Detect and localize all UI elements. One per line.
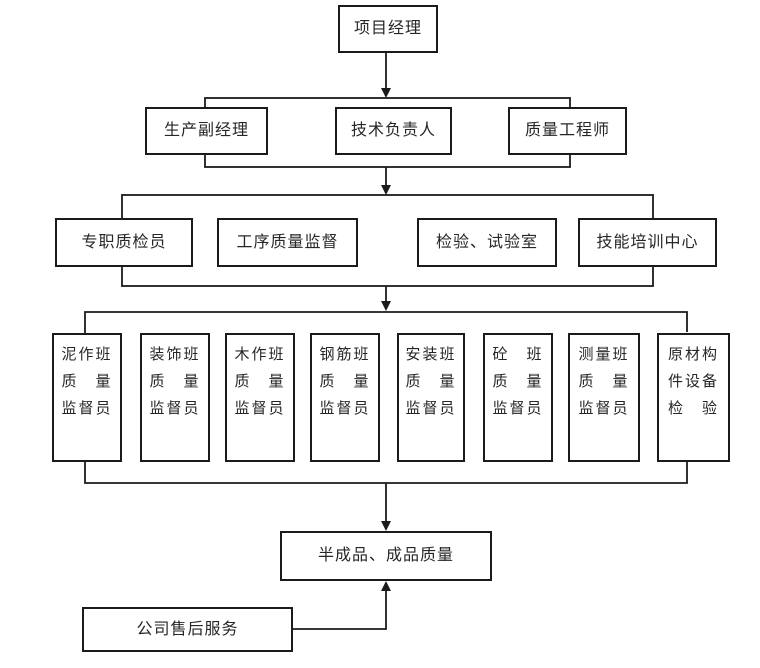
node-label: 工序质量监督 xyxy=(236,233,339,251)
node-label-line: 检 验 xyxy=(667,401,719,417)
node-label-line: 安装班 xyxy=(405,347,457,363)
node-label-line: 质 量 xyxy=(149,374,201,390)
node-team-installation-crew: 安装班 质 量 监督员 xyxy=(397,333,465,462)
arrowhead-down-icon xyxy=(381,521,391,531)
node-label: 技能培训中心 xyxy=(596,233,699,251)
arrowhead-up-icon xyxy=(381,581,391,591)
node-project-manager: 项目经理 xyxy=(338,5,438,53)
node-label: 公司售后服务 xyxy=(136,620,239,638)
node-company-after-sales-service: 公司售后服务 xyxy=(82,607,293,652)
node-label: 技术负责人 xyxy=(350,122,436,140)
node-label-line: 测量班 xyxy=(578,347,630,363)
node-label-line: 质 量 xyxy=(61,374,113,390)
node-label-line: 监督员 xyxy=(492,401,544,417)
bracket-row3 xyxy=(121,194,654,287)
node-label-line: 砼 班 xyxy=(492,347,544,363)
node-team-survey-crew: 测量班 质 量 监督员 xyxy=(568,333,640,462)
node-label-line: 木作班 xyxy=(234,347,286,363)
node-label-line: 质 量 xyxy=(578,374,630,390)
arrowhead-down-icon xyxy=(381,301,391,311)
bracket-teams-top xyxy=(84,311,688,333)
arrowhead-down-icon xyxy=(381,185,391,195)
node-label: 半成品、成品质量 xyxy=(317,547,454,565)
node-label-line: 质 量 xyxy=(319,374,371,390)
node-label-line: 泥作班 xyxy=(61,347,113,363)
node-label-line: 质 量 xyxy=(234,374,286,390)
node-label: 专职质检员 xyxy=(81,233,167,251)
node-inspection-test-lab: 检验、试验室 xyxy=(417,218,557,267)
node-label: 质量工程师 xyxy=(524,122,610,140)
node-label-line: 装饰班 xyxy=(149,347,201,363)
node-team-carpentry-crew: 木作班 质 量 监督员 xyxy=(225,333,295,462)
node-label-line: 质 量 xyxy=(492,374,544,390)
node-label-line: 监督员 xyxy=(578,401,630,417)
node-technical-director: 技术负责人 xyxy=(335,107,452,155)
node-team-concrete-crew: 砼 班 质 量 监督员 xyxy=(483,333,553,462)
node-label: 生产副经理 xyxy=(163,122,249,140)
node-team-masonry-crew: 泥作班 质 量 监督员 xyxy=(52,333,122,462)
node-team-decoration-crew: 装饰班 质 量 监督员 xyxy=(140,333,210,462)
bracket-teams-bottom xyxy=(84,462,688,484)
node-process-quality-supervision: 工序质量监督 xyxy=(217,218,358,267)
node-label-line: 监督员 xyxy=(319,401,371,417)
node-quality-engineer: 质量工程师 xyxy=(508,107,627,155)
node-skills-training-center: 技能培训中心 xyxy=(578,218,717,267)
node-label: 检验、试验室 xyxy=(435,233,538,251)
node-label-line: 原材构 xyxy=(667,347,719,363)
node-raw-material-equipment-inspection: 原材构 件设备 检 验 xyxy=(657,333,730,462)
arrowhead-down-icon xyxy=(381,88,391,98)
node-team-rebar-crew: 钢筋班 质 量 监督员 xyxy=(310,333,380,462)
node-fulltime-quality-inspector: 专职质检员 xyxy=(55,218,193,267)
node-production-deputy-manager: 生产副经理 xyxy=(145,107,268,155)
node-label: 项目经理 xyxy=(353,20,422,38)
node-label-line: 监督员 xyxy=(61,401,113,417)
connector-aftersales-to-semi xyxy=(293,590,387,630)
node-label-line: 件设备 xyxy=(667,374,719,390)
node-label-line: 质 量 xyxy=(405,374,457,390)
node-label-line: 钢筋班 xyxy=(319,347,371,363)
node-label-line: 监督员 xyxy=(234,401,286,417)
node-semi-finished-product-quality: 半成品、成品质量 xyxy=(280,531,492,581)
node-label-line: 监督员 xyxy=(149,401,201,417)
node-label-line: 监督员 xyxy=(405,401,457,417)
